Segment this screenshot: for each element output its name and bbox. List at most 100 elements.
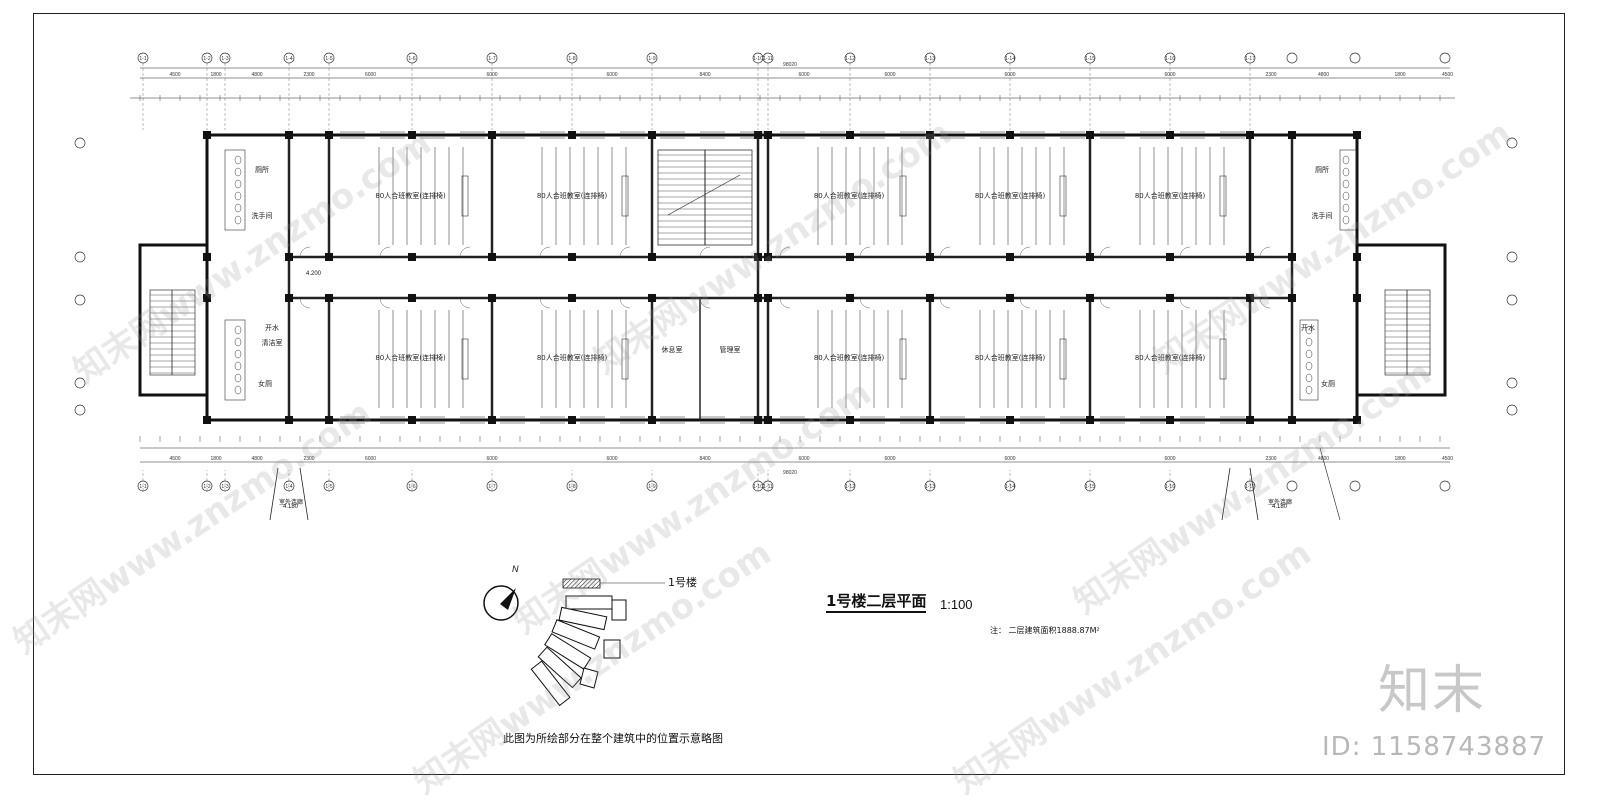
dimension-value: 6000 (798, 72, 809, 78)
door-swing (459, 246, 471, 258)
lectern (1059, 175, 1067, 217)
brand-logo: 知末 (1378, 661, 1487, 721)
dimension-value: 1800 (1394, 72, 1405, 78)
axis-bubble (1439, 480, 1451, 492)
column (764, 294, 772, 302)
axis-label: 1-4 (285, 484, 292, 490)
exit-walkway (299, 467, 309, 521)
dimension-value: 4800 (1318, 456, 1329, 462)
column (1288, 131, 1296, 139)
door-swing (779, 246, 791, 258)
column (325, 416, 333, 424)
column (568, 131, 576, 139)
row-axis-bubble (1506, 137, 1518, 149)
exit-level-left: 4.180 (283, 504, 299, 510)
axis-bubble (1286, 52, 1298, 64)
drawing-title: 1号楼二层平面 (826, 590, 927, 613)
room-label-wash: 洗手间 (1312, 211, 1333, 220)
axis-label: 1-9 (648, 56, 655, 62)
exit-walkway (1249, 467, 1259, 521)
axis-label: 1-15 (1085, 56, 1095, 62)
dimension-value: 6000 (606, 456, 617, 462)
column (846, 416, 854, 424)
column (926, 253, 934, 261)
stair-wing-left (138, 243, 209, 397)
column (1006, 253, 1014, 261)
row-axis-bubble (1506, 251, 1518, 263)
door-swing (1259, 297, 1271, 309)
column (764, 131, 772, 139)
lectern (899, 338, 907, 380)
room-label-classroom: 80人合班教室(连排椅) (375, 353, 446, 362)
door-swing (1019, 297, 1031, 309)
column (1166, 131, 1174, 139)
lectern (899, 175, 907, 217)
room-label-rest: 休息室 (662, 345, 683, 354)
column (1086, 416, 1094, 424)
column (1353, 416, 1361, 424)
column (754, 253, 762, 261)
door-swing (1099, 297, 1111, 309)
lectern (621, 338, 629, 380)
toilet-fixture (234, 337, 242, 347)
row-axis-bubble (1506, 377, 1518, 389)
column (1288, 416, 1296, 424)
axis-label: 1-12 (845, 56, 855, 62)
dimension-value: 2300 (1265, 456, 1276, 462)
row-axis-bubble (74, 294, 86, 306)
exit-walkway (269, 467, 279, 521)
north-arrow-ring (483, 585, 519, 621)
area-note: 注： 二层建筑面积1888.87M² (990, 626, 1100, 635)
dimension-value: 1800 (1394, 456, 1405, 462)
lectern (461, 338, 469, 380)
toilet-fixture (1342, 179, 1350, 189)
column (1288, 294, 1296, 302)
column (764, 416, 772, 424)
dimension-value: 6000 (486, 456, 497, 462)
axis-label: 1-16 (1165, 56, 1175, 62)
toilet-fixture (1305, 385, 1313, 395)
column (1246, 131, 1254, 139)
column (1166, 253, 1174, 261)
room-label-classroom: 80人合班教室(连排椅) (814, 191, 885, 200)
door-swing (539, 297, 551, 309)
room-label-manage: 管理室 (720, 345, 741, 354)
toilet-stalls (1339, 149, 1357, 231)
toilet-fixture (234, 215, 242, 225)
door-swing (1179, 246, 1191, 258)
door-swing (939, 246, 951, 258)
toilet-fixture (234, 167, 242, 177)
column (1246, 294, 1254, 302)
axis-label: 1-7 (488, 484, 495, 490)
exit-label-right: 室外连廊 (1268, 500, 1293, 506)
column (1006, 131, 1014, 139)
column (648, 294, 656, 302)
toilet-fixture (234, 325, 242, 335)
stair-wing-right (1355, 243, 1447, 397)
keymap-block (565, 595, 613, 610)
keymap-block (544, 633, 592, 670)
toilet-fixture (1342, 155, 1350, 165)
column (1086, 253, 1094, 261)
lectern (1059, 338, 1067, 380)
dimension-value: 4500 (1442, 72, 1453, 78)
axis-label: 1-14 (1005, 56, 1015, 62)
axis-label: 1-6 (408, 484, 415, 490)
brand-id: ID: 1158743887 (1322, 732, 1547, 762)
column (846, 253, 854, 261)
lectern (1219, 175, 1227, 217)
dimension-value: 6000 (486, 72, 497, 78)
toilet-fixture (1342, 191, 1350, 201)
column (754, 131, 762, 139)
dimension-value: 6000 (365, 456, 376, 462)
column (325, 131, 333, 139)
column (285, 131, 293, 139)
column (203, 416, 211, 424)
axis-label: 1-7 (488, 56, 495, 62)
column (764, 253, 772, 261)
axis-label: 1-16 (1165, 484, 1175, 490)
room-label-classroom: 80人合班教室(连排椅) (975, 353, 1046, 362)
column (488, 416, 496, 424)
column (408, 253, 416, 261)
room-label-women-toilet: 女厕 (1321, 379, 1335, 388)
